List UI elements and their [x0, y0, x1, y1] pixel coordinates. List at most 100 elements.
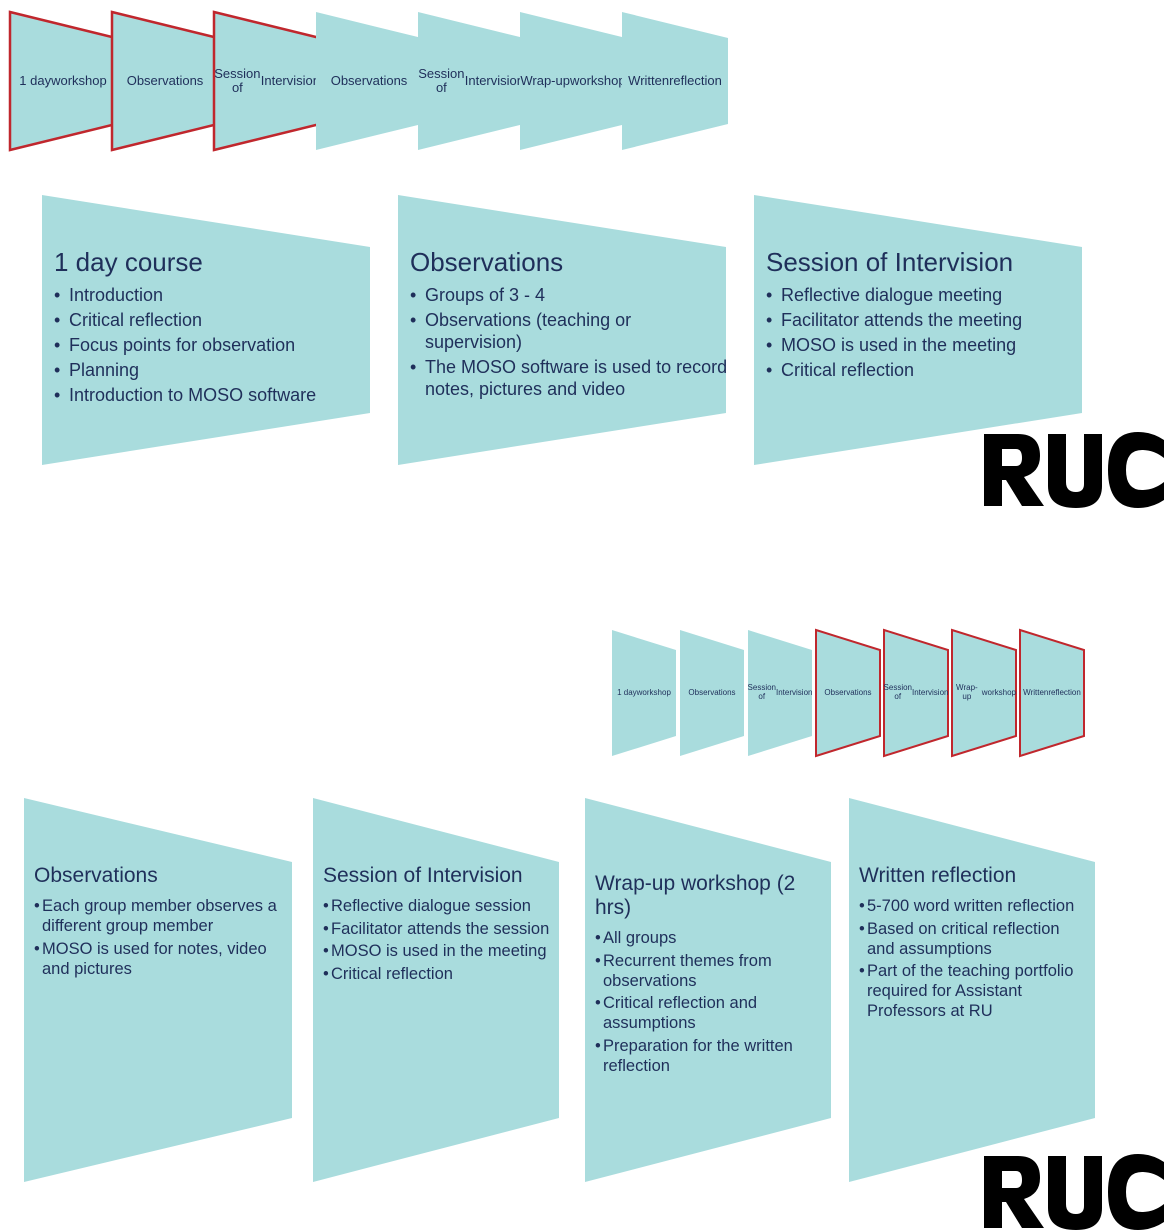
trapezoid-shape: [849, 798, 1095, 1182]
card-title: Session of Intervision: [323, 864, 523, 887]
process-step-label-line: Intervision: [912, 687, 949, 697]
process-step-label-line: Session of: [883, 683, 912, 701]
trapezoid-shape: [24, 798, 292, 1182]
process-step-label-line: workshop: [636, 687, 671, 697]
card-content: Observations •Each group member observes …: [34, 864, 284, 981]
bullet-icon: •: [323, 942, 329, 960]
info-card: Session of Intervision•Reflective dialog…: [754, 195, 1082, 465]
card-bullet-text: Preparation for the written reflection: [603, 1036, 793, 1075]
process-step-label-line: Observations: [688, 687, 736, 697]
trapezoid-shape: [585, 798, 831, 1182]
card-bullet-text: Facilitator attends the session: [331, 919, 550, 938]
card-bullet-text: Focus points for observation: [69, 335, 296, 355]
card-bullet-item: •Groups of 3 - 4: [410, 284, 730, 306]
card-bullet-item: •Observations (teaching or supervision): [410, 309, 730, 353]
bullet-icon: •: [595, 1036, 601, 1055]
card-bullet-item: •All groups: [595, 928, 827, 948]
card-content: Session of Intervision •Reflective dialog…: [323, 864, 559, 986]
card-bullet-list: •Each group member observes a different …: [34, 896, 284, 979]
bullet-icon: •: [54, 310, 61, 330]
card-bullet-item: •Preparation for the written reflection: [595, 1036, 827, 1076]
card-bullet-text: Each group member observes a different g…: [42, 897, 277, 935]
card-bullet-item: •Introduction to MOSO software: [54, 384, 374, 406]
card-content: Wrap-up workshop (2 hrs)•All groups•Recu…: [595, 872, 827, 1078]
card-bullet-item: •The MOSO software is used to record not…: [410, 356, 730, 400]
card-bullet-text: Observations (teaching or supervision): [425, 310, 632, 352]
trapezoid-shape: [680, 630, 744, 756]
process-step: Observations: [110, 10, 220, 152]
process-step-label-line: Written: [628, 72, 670, 88]
process-step-label: Observations: [680, 630, 744, 756]
trapezoid-shape: [398, 195, 726, 465]
trapezoid-shape: [1019, 628, 1085, 758]
process-step-label-line: 1 day: [19, 72, 52, 88]
card-bullet-item: •Each group member observes a different …: [34, 896, 284, 936]
info-card: 1 day course•Introduction•Critical refle…: [42, 195, 370, 465]
process-step-label-line: reflection: [1048, 687, 1081, 697]
bullet-icon: •: [34, 897, 40, 915]
card-bullet-item: •Part of the teaching portfolio required…: [859, 961, 1091, 1021]
bullet-icon: •: [410, 285, 417, 305]
card-bullet-item: •Planning: [54, 359, 374, 381]
ruc-logo: [984, 1154, 1164, 1230]
card-title: Written reflection: [859, 864, 1017, 887]
process-step-label-line: workshop: [981, 687, 1016, 697]
card-bullet-item: •Introduction: [54, 284, 374, 306]
trapezoid-shape: [612, 630, 676, 756]
process-step-label-line: Wrap-up: [520, 72, 570, 88]
process-step-label-line: Written: [1023, 687, 1049, 697]
card-bullet-item: •5-700 word written reflection: [859, 896, 1091, 916]
trapezoid-shape: [883, 628, 949, 758]
process-step-label-line: Observations: [824, 687, 872, 697]
bullet-icon: •: [323, 919, 329, 938]
bullet-icon: •: [34, 939, 40, 958]
trapezoid-shape: [316, 12, 422, 150]
card-title: Observations: [34, 864, 158, 887]
bullet-icon: •: [766, 360, 773, 380]
card-bullet-text: Critical reflection and assumptions: [603, 994, 758, 1032]
card-bullet-list: •Reflective dialogue meeting•Facilitator…: [766, 284, 1086, 381]
card-bullet-item: •Reflective dialogue meeting: [766, 284, 1086, 306]
process-step: Observations: [680, 630, 744, 756]
trapezoid-shape: [42, 195, 370, 465]
trapezoid-shape: [748, 630, 812, 756]
bullet-icon: •: [54, 335, 61, 355]
bullet-icon: •: [766, 335, 773, 355]
trapezoid-shape: [520, 12, 626, 150]
card-bullet-text: Recurrent themes from observations: [603, 951, 772, 990]
bullet-icon: •: [410, 357, 417, 377]
card-bullet-item: •Critical reflection: [323, 964, 559, 984]
card-bullet-item: •Facilitator attends the session: [323, 919, 559, 939]
card-bullet-text: MOSO is used in the meeting: [331, 942, 547, 960]
trapezoid-shape: [951, 628, 1017, 758]
process-step-label-line: Wrap-up: [956, 683, 978, 701]
card-bullet-text: Critical reflection: [781, 360, 915, 380]
process-step-label: Observations: [316, 12, 422, 150]
card-bullet-text: Critical reflection: [69, 310, 203, 330]
process-step-label-line: Observations: [126, 72, 204, 88]
card-bullet-item: • Critical reflection: [54, 309, 374, 331]
trapezoid-shape: [418, 12, 524, 150]
process-step-label-line: Observations: [330, 72, 408, 88]
card-content: Written reflection •5-700 word written re…: [859, 864, 1091, 1024]
card-title: Wrap-up workshop (2 hrs): [595, 872, 796, 919]
bullet-icon: •: [859, 897, 865, 915]
info-card: Observations •Each group member observes …: [24, 798, 292, 1182]
card-bullet-list: •Reflective dialogue session•Facilitator…: [323, 896, 559, 984]
process-step-label-line: workshop: [51, 72, 107, 88]
bullet-icon: •: [595, 951, 601, 970]
bullet-icon: •: [766, 285, 773, 305]
card-bullet-item: • Focus points for observation: [54, 334, 374, 356]
process-step: Observations: [316, 12, 422, 150]
